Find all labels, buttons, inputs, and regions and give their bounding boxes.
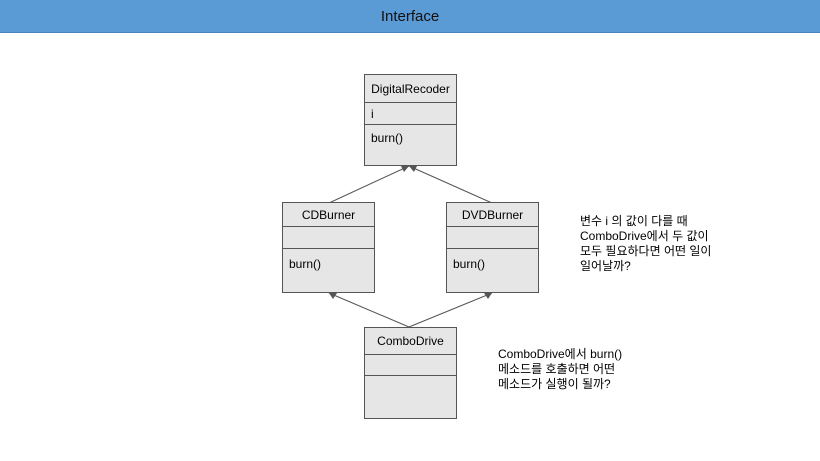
class-attributes — [447, 227, 538, 249]
class-methods: burn() — [453, 257, 486, 271]
class-attributes — [283, 227, 374, 249]
page-title: Interface — [380, 7, 440, 25]
burn-question-note: ComboDrive에서 burn() 메소드를 호출하면 어떤 메소드가 실행… — [498, 347, 623, 391]
class-attributes: i — [365, 103, 456, 125]
arrow-cdburner-to-digitalrecoder — [328, 165, 410, 204]
class-name: DigitalRecoder — [365, 75, 456, 103]
class-name: ComboDrive — [365, 328, 456, 355]
class-methods: burn() — [289, 257, 322, 271]
arrow-dvdburner-to-digitalrecoder — [408, 165, 493, 204]
class-digitalrecoder: DigitalRecoder i burn() — [364, 74, 457, 166]
title-bar: Interface — [0, 0, 820, 33]
class-name: CDBurner — [283, 203, 374, 227]
class-cdburner: CDBurner burn() — [282, 202, 375, 293]
arrow-combodrive-to-cdburner — [328, 292, 410, 328]
class-attributes — [365, 355, 456, 376]
arrowhead-digitalrecoder-right — [409, 166, 417, 172]
class-methods: burn() — [371, 131, 404, 145]
class-combodrive: ComboDrive — [364, 327, 457, 419]
arrowhead-cdburner — [329, 293, 337, 299]
variable-question-note: 변수 i 의 값이 다를 때 ComboDrive에서 두 값이 모두 필요하다… — [580, 214, 712, 273]
class-dvdburner: DVDBurner burn() — [446, 202, 539, 293]
arrowhead-digitalrecoder-left — [401, 166, 409, 172]
class-methods — [365, 376, 456, 418]
arrowhead-dvdburner — [484, 293, 492, 299]
arrow-combodrive-to-dvdburner — [408, 292, 493, 328]
class-name: DVDBurner — [447, 203, 538, 227]
